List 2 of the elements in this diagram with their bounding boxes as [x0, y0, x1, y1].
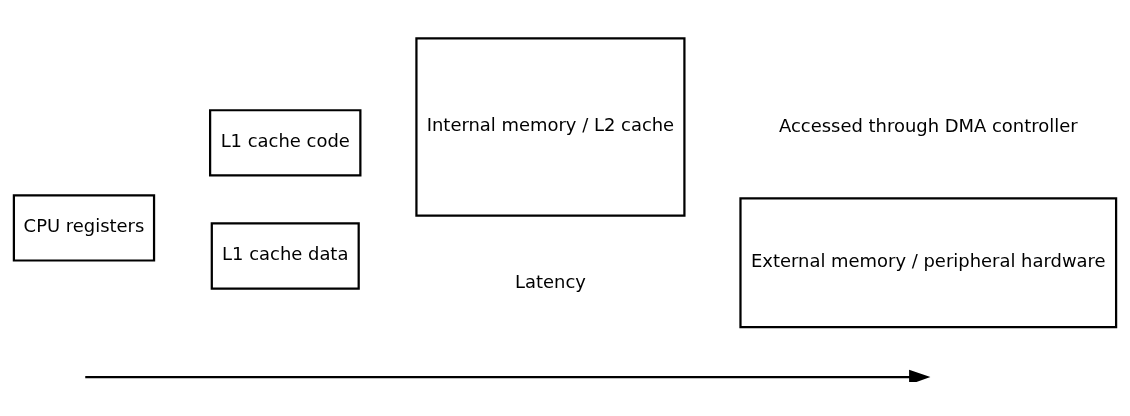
- label: Latency: [514, 271, 586, 293]
- node-label: Accessed through DMA controller: [779, 115, 1078, 137]
